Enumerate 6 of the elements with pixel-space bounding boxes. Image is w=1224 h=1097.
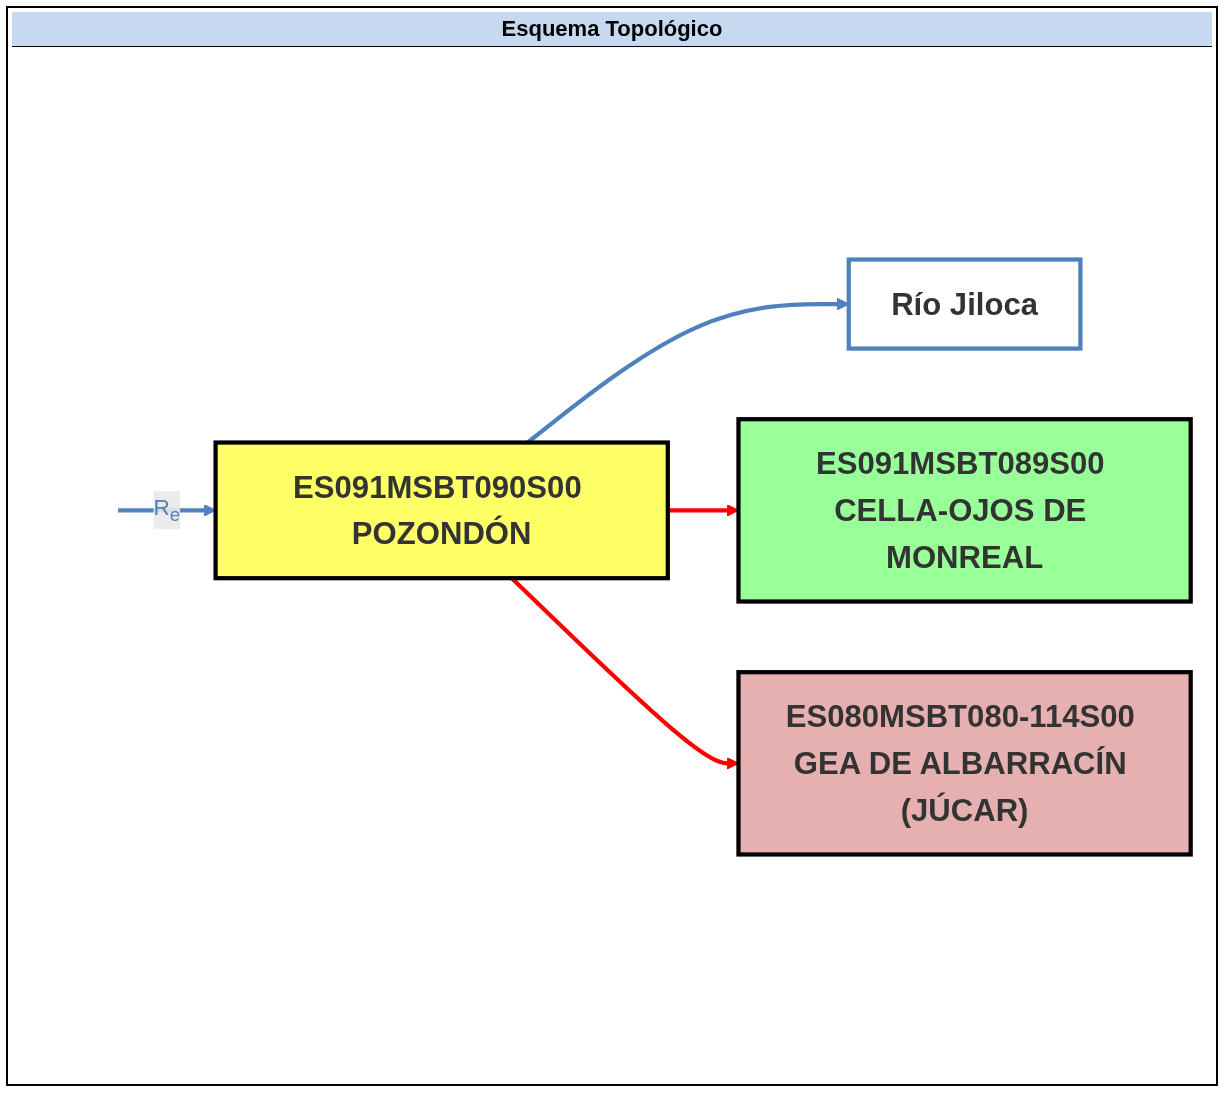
- table-header: Esquema Topológico: [12, 12, 1212, 47]
- node-box: ES091MSBT089S00 CELLA-OJOS DE MONREAL: [736, 417, 1193, 604]
- node-box: ES080MSBT080-114S00 GEA DE ALBARRACÍN (JÚCAR): [736, 670, 1193, 857]
- edge-label: R$_{e}$: [153, 495, 181, 526]
- node-box: Río Jiloca: [846, 257, 1083, 351]
- node-box: ES091MSBT090S00 POZONDÓN: [213, 440, 670, 581]
